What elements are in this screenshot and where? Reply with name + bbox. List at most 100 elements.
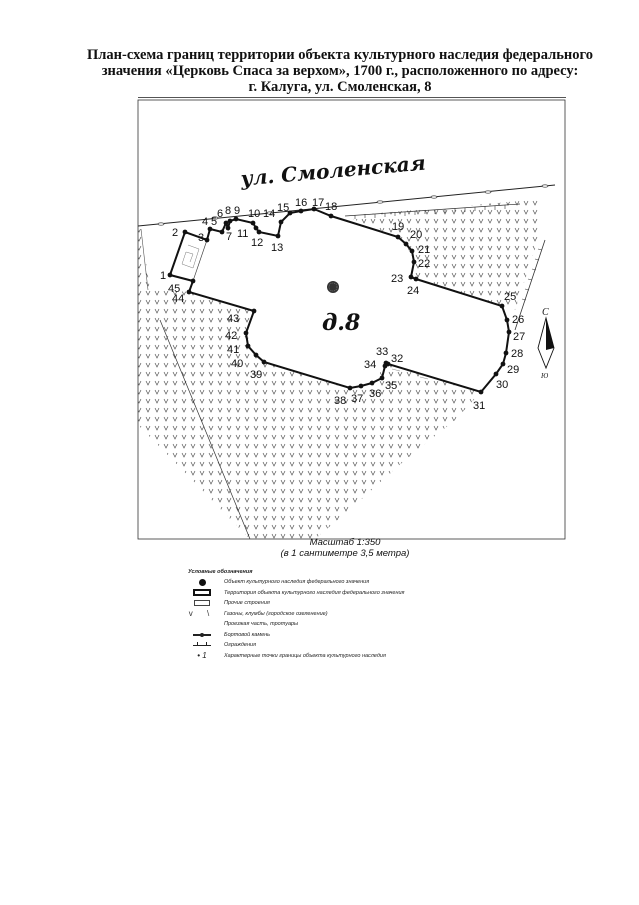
boundary-point-39: [261, 359, 267, 365]
curb-markers: [157, 184, 549, 226]
boundary-point-label-8: 8: [225, 205, 231, 217]
boundary-point-label-30: 30: [496, 379, 508, 391]
lawn-area-east: [345, 200, 540, 310]
boundary-point-12: [256, 229, 262, 235]
boundary-point-3: [204, 237, 210, 243]
fence-ticks: [354, 205, 543, 301]
legend-item-territory: Территория объекта культурного наследия …: [180, 588, 420, 599]
boundary-point-label-22: 22: [418, 258, 430, 270]
boundary-point-label-12: 12: [251, 237, 263, 249]
lawn-v-marks-icon: v \: [188, 609, 216, 619]
boundary-point-41: [245, 343, 251, 349]
thick-rectangle-icon: [193, 589, 211, 597]
outbuilding-inner-lines: [181, 244, 200, 269]
boundary-point-34: [382, 363, 388, 369]
fence-east: [344, 203, 521, 217]
boundary-point-label-23: 23: [391, 273, 403, 285]
boundary-point-1: [167, 272, 173, 278]
boundary-point-label-16: 16: [295, 197, 307, 209]
boundary-point-23: [408, 274, 414, 280]
legend-label: Бортовой камень: [224, 631, 271, 638]
boundary-point-label-11: 11: [237, 228, 248, 240]
boundary-point-4: [207, 226, 213, 232]
boundary-point-label-3: 3: [198, 232, 204, 244]
lawn-edge-west: [140, 228, 149, 291]
boundary-point-8: [227, 218, 233, 224]
boundary-point-label-27: 27: [513, 331, 525, 343]
legend-item-other-buildings: Прочие строения: [180, 598, 420, 609]
boundary-point-22: [411, 259, 417, 265]
boundary-point-label-31: 31: [473, 400, 485, 412]
title-line-3: г. Калуга, ул. Смоленская, 8: [248, 79, 432, 95]
boundary-point-label-2: 2: [172, 227, 178, 239]
boundary-point-label-26: 26: [512, 314, 524, 326]
boundary-point-43: [251, 308, 257, 314]
legend-item-fence: Ограждения: [180, 640, 420, 651]
boundary-point-label-34: 34: [364, 359, 376, 371]
boundary-point-42: [243, 330, 249, 336]
title-line-2: значения «Церковь Спаса за верхом», 1700…: [101, 63, 579, 79]
boundary-point-label-7: 7: [226, 231, 232, 243]
boundary-point-17: [311, 206, 317, 212]
legend-label: Газоны, клумбы (городское озеленение): [224, 610, 328, 617]
boundary-point-label-14: 14: [263, 208, 275, 220]
filled-circle-icon: [198, 578, 206, 586]
boundary-point-29: [500, 361, 506, 367]
boundary-point-label-6: 6: [217, 208, 223, 220]
boundary-point-5: [219, 229, 225, 235]
boundary-point-9: [233, 216, 239, 222]
boundary-point-label-15: 15: [277, 202, 289, 214]
boundary-point-label-36: 36: [369, 388, 381, 400]
boundary-point-label-20: 20: [410, 229, 422, 241]
boundary-point-label-10: 10: [248, 208, 260, 220]
compass-icon: С Ю: [537, 307, 555, 380]
document-title: План-схема границ территории объекта кул…: [60, 47, 620, 95]
boundary-point-15: [287, 210, 293, 216]
boundary-point-label-19: 19: [392, 221, 404, 233]
boundary-point-26: [504, 317, 510, 323]
fence-line-icon: [193, 641, 211, 646]
legend-label: Прочие строения: [224, 600, 270, 607]
boundary-point-label-5: 5: [211, 216, 217, 228]
boundary-points: [167, 206, 512, 395]
boundary-point-label-24: 24: [407, 285, 419, 297]
boundary-point-label-38: 38: [334, 395, 346, 407]
curb-line-icon: [193, 632, 211, 637]
boundary-point-18: [328, 213, 334, 219]
boundary-point-37: [358, 383, 364, 389]
boundary-point-40: [253, 352, 259, 358]
scale-ratio: Масштаб 1:350: [309, 537, 381, 548]
boundary-point-7: [225, 225, 231, 231]
legend-item-lawns: v \ Газоны, клумбы (городское озеленение…: [180, 609, 420, 620]
boundary-point-21: [409, 248, 415, 254]
legend: Условные обозначения Объект культурного …: [180, 569, 420, 661]
legend-item-heritage-object: Объект культурного наследия федерального…: [180, 577, 420, 588]
boundary-point-38: [347, 385, 353, 391]
heritage-territory-boundary: [168, 207, 511, 394]
boundary-point-35: [379, 375, 385, 381]
boundary-point-label-33: 33: [376, 346, 388, 358]
thin-rectangle-icon: [194, 600, 210, 607]
heritage-object-marker: [327, 281, 339, 293]
boundary-point-10: [250, 220, 256, 226]
boundary-point-label-17: 17: [312, 197, 324, 209]
scale-caption: Масштаб 1:350 (в 1 сантиметре 3,5 метра): [255, 537, 435, 559]
legend-item-curb: Бортовой камень: [180, 630, 420, 641]
boundary-point-label-21: 21: [418, 244, 430, 256]
boundary-point-label-9: 9: [234, 205, 240, 217]
legend-label: Ограждения: [224, 642, 257, 649]
boundary-point-2: [182, 229, 188, 235]
building-label: д.8: [322, 310, 360, 336]
title-line-1: План-схема границ территории объекта кул…: [86, 47, 594, 63]
boundary-point-label-25: 25: [504, 291, 516, 303]
boundary-point-6: [223, 220, 229, 226]
fence-east-diagonal: [514, 239, 546, 331]
boundary-point-label-13: 13: [271, 242, 283, 254]
boundary-point-label-32: 32: [391, 353, 403, 365]
boundary-point-label-29: 29: [507, 364, 519, 376]
boundary-point-label-39: 39: [250, 369, 262, 381]
legend-label: Проезжая часть, тротуары: [224, 621, 299, 628]
boundary-point-24: [413, 276, 419, 282]
scale-explanation: (в 1 сантиметре 3,5 метра): [280, 548, 410, 559]
boundary-point-label-28: 28: [511, 348, 523, 360]
